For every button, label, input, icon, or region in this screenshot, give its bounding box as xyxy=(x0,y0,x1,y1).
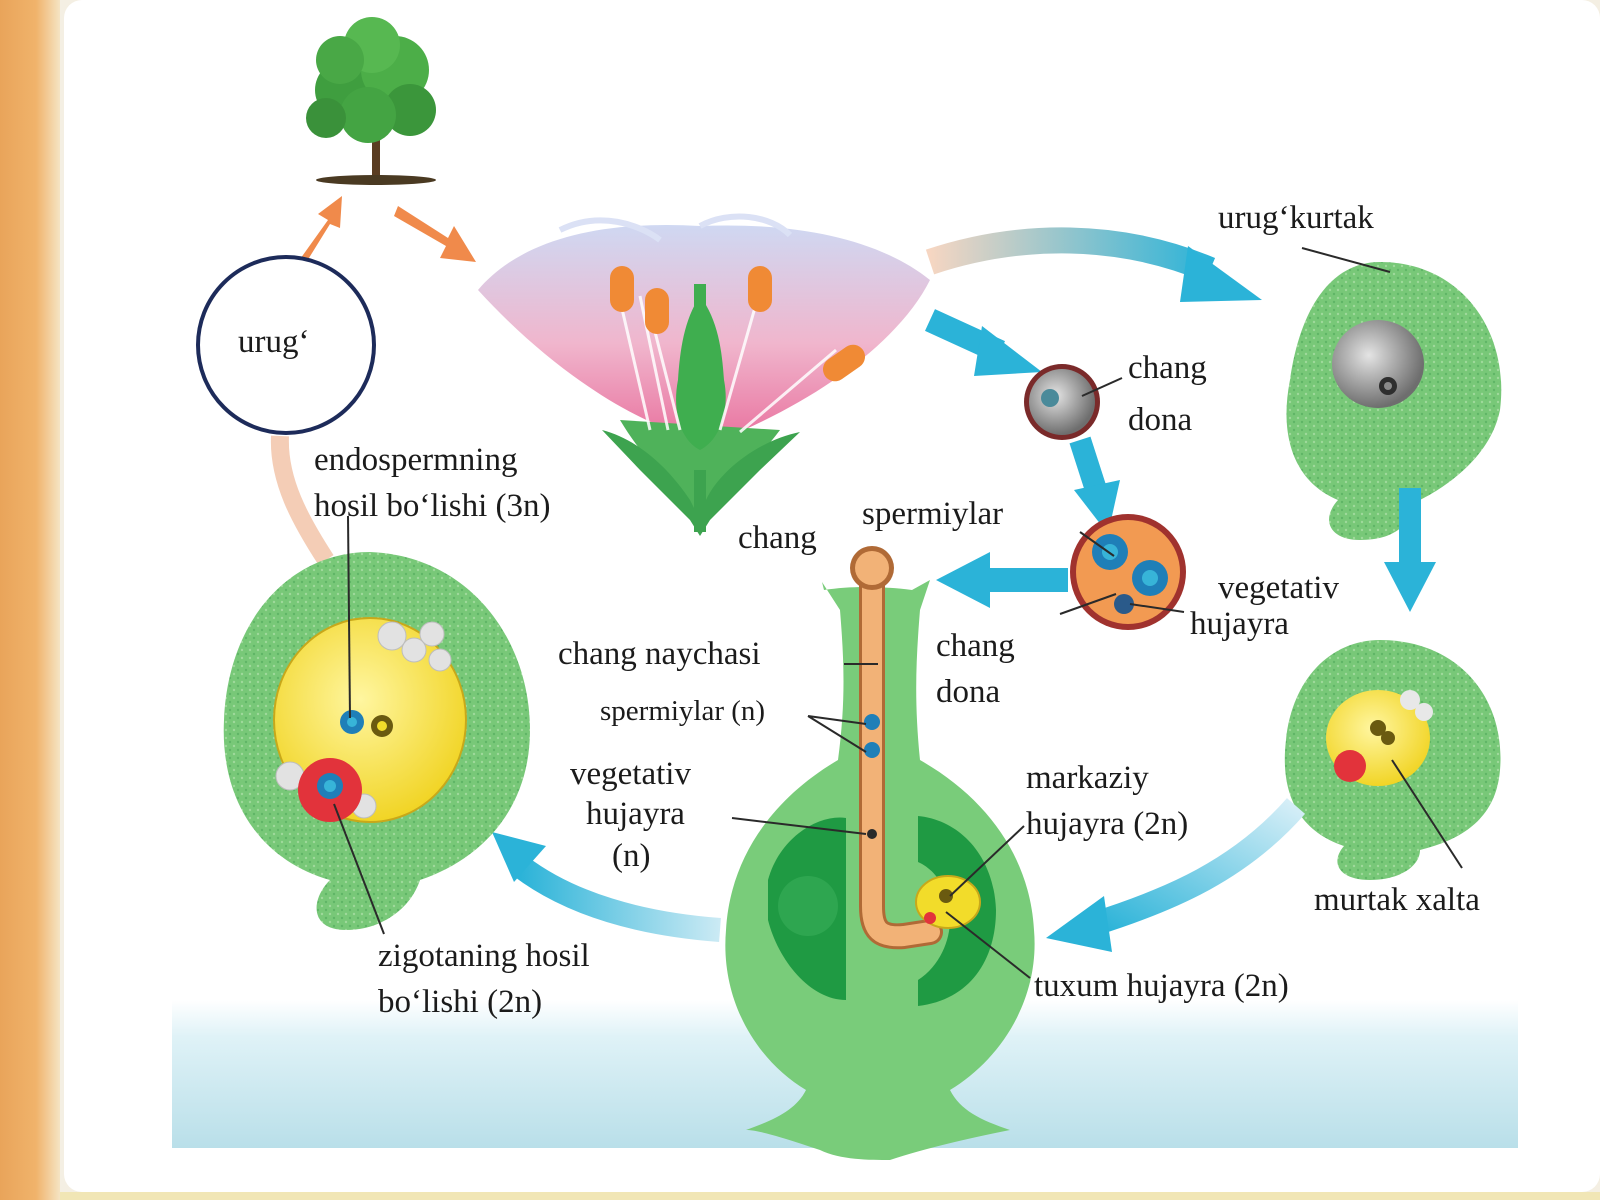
label-markaziy-1: markaziy xyxy=(1026,760,1149,796)
label-chang-dona-top-1: chang xyxy=(1128,350,1207,386)
label-vegetativ-right-2: hujayra xyxy=(1190,606,1289,642)
label-tuxum: tuxum hujayra (2n) xyxy=(1034,968,1289,1004)
label-chang-dona-top-2: dona xyxy=(1128,402,1193,438)
label-vegetativ-left-2: hujayra xyxy=(586,796,685,832)
pollen-grain-icon xyxy=(1024,364,1100,440)
arrow-to-ovule xyxy=(925,227,1262,302)
label-endosperm-2: hosil bo‘lishi (3n) xyxy=(314,488,551,524)
label-murtak-xalta: murtak xalta xyxy=(1314,882,1480,918)
label-endosperm-1: endospermning xyxy=(314,442,518,478)
leader-lines xyxy=(333,247,1463,979)
tree-icon xyxy=(306,17,436,185)
label-vegetativ-left-3: (n) xyxy=(612,838,651,874)
pollen-with-sperms-icon xyxy=(1070,514,1186,630)
flower-icon xyxy=(478,213,930,536)
arrow-to-pistil xyxy=(1046,798,1306,952)
label-spermiylar-n: spermiylar (n) xyxy=(600,695,766,727)
arrow-ovule-down xyxy=(1384,488,1436,612)
label-spermiylar-top: spermiylar xyxy=(862,496,1004,532)
seed-circle xyxy=(196,255,376,435)
orange-arrow-up xyxy=(298,196,342,266)
arrow-to-fertilized-ovule xyxy=(492,832,721,942)
label-chang-dona-mid-2: dona xyxy=(936,674,1001,710)
label-chang-dona-mid-1: chang xyxy=(936,628,1015,664)
fertilized-ovule-icon xyxy=(223,552,530,930)
pistil-icon xyxy=(725,546,1035,1160)
seed-connector-arrow xyxy=(270,435,334,565)
bottom-border-strip xyxy=(60,1192,1600,1200)
label-zigota-2: bo‘lishi (2n) xyxy=(378,984,543,1020)
label-vegetativ-right-1: vegetativ xyxy=(1218,570,1339,606)
label-urug-kurtak: urug‘kurtak xyxy=(1218,200,1374,236)
arrow-to-stigma xyxy=(936,552,1068,608)
left-border-strip xyxy=(0,0,60,1200)
ovule-icon xyxy=(1286,262,1502,540)
label-zigota-1: zigotaning hosil xyxy=(378,938,590,974)
label-chang: chang xyxy=(738,520,817,556)
label-markaziy-2: hujayra (2n) xyxy=(1026,806,1189,842)
arrow-to-pollen xyxy=(925,309,1042,376)
label-vegetativ-left-1: vegetativ xyxy=(570,756,691,792)
orange-arrow-down xyxy=(394,206,476,262)
label-urug: urug‘ xyxy=(238,324,310,360)
label-chang-naychasi: chang naychasi xyxy=(558,636,761,672)
